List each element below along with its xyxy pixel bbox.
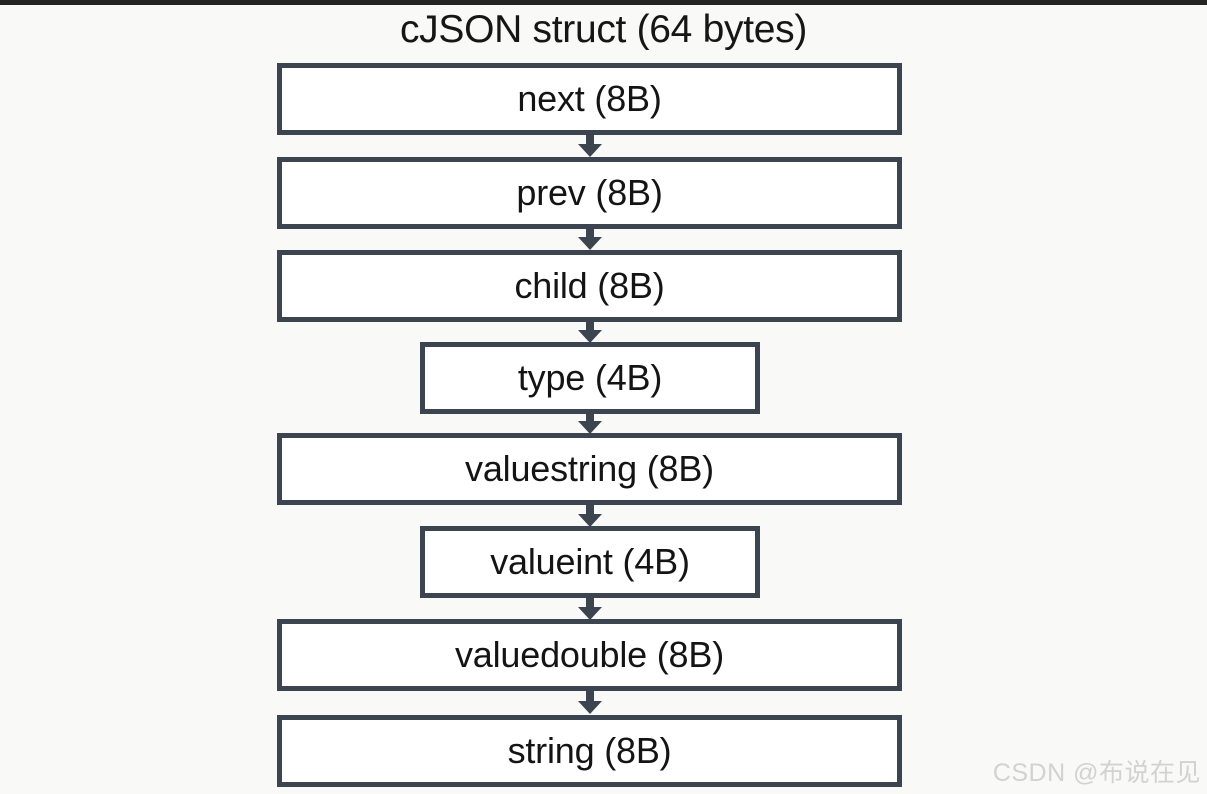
arrow-head: [578, 330, 602, 343]
arrow-down-icon-type-to-valuestring: [578, 411, 602, 434]
arrow-shaft: [586, 597, 594, 609]
page-title: cJSON struct (64 bytes): [399, 8, 808, 51]
arrow-down-icon-valuedouble-to-string: [578, 691, 602, 714]
arrow-shaft: [586, 411, 594, 423]
arrow-head: [578, 701, 602, 714]
field-label-valuedouble: valuedouble (8B): [455, 634, 724, 675]
field-label-valuestring: valuestring (8B): [465, 448, 714, 489]
arrow-down-icon-child-to-type: [578, 320, 602, 343]
arrow-head: [578, 421, 602, 434]
field-box-child: child (8B): [277, 250, 902, 322]
arrow-down-icon-prev-to-child: [578, 227, 602, 250]
field-label-next: next (8B): [517, 78, 662, 119]
field-box-valuedouble: valuedouble (8B): [277, 619, 902, 691]
arrow-shaft: [586, 320, 594, 332]
top-edge-strip: [0, 0, 1207, 5]
arrow-head: [578, 144, 602, 157]
arrow-head: [578, 514, 602, 527]
field-label-child: child (8B): [514, 265, 665, 306]
arrow-shaft: [586, 227, 594, 239]
arrow-head: [578, 607, 602, 620]
field-box-prev: prev (8B): [277, 157, 902, 229]
csdn-watermark: CSDN @布说在见: [992, 759, 1201, 787]
arrow-shaft: [586, 504, 594, 516]
arrow-shaft: [586, 134, 594, 146]
field-label-string: string (8B): [507, 730, 672, 771]
arrow-down-icon-valueint-to-valuedouble: [578, 597, 602, 620]
field-label-valueint: valueint (4B): [490, 541, 690, 582]
arrow-shaft: [586, 691, 594, 703]
field-box-valuestring: valuestring (8B): [277, 433, 902, 505]
field-box-valueint: valueint (4B): [420, 526, 760, 598]
arrow-down-icon-next-to-prev: [578, 134, 602, 157]
field-box-string: string (8B): [277, 715, 902, 787]
field-label-type: type (4B): [517, 357, 663, 398]
field-box-type: type (4B): [420, 342, 760, 414]
arrow-head: [578, 237, 602, 250]
field-label-prev: prev (8B): [516, 172, 663, 213]
arrow-down-icon-valuestring-to-valueint: [578, 504, 602, 527]
field-box-next: next (8B): [277, 63, 902, 135]
